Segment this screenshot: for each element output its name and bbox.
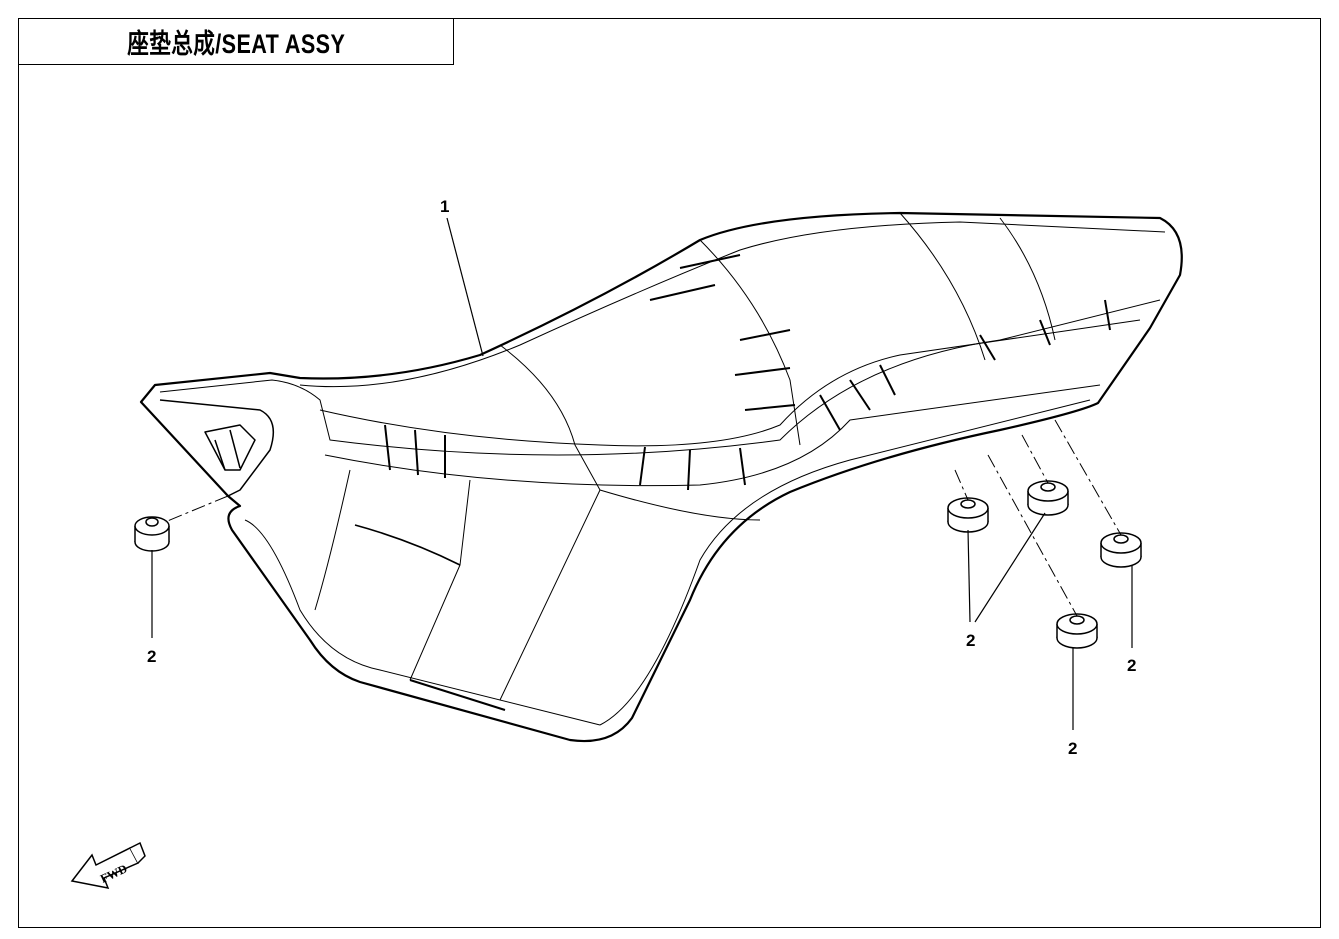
leader-lines [151,217,1133,730]
callout-1: 1 [440,197,449,216]
grommet-3 [1100,532,1142,568]
center-lines [164,419,1122,617]
callout-2-rear-right: 2 [1127,656,1136,675]
seat-assembly [139,211,1183,743]
callout-2-front: 2 [147,647,156,666]
callout-2-pair: 2 [966,631,975,650]
callout-2-rear-lower: 2 [1068,739,1077,758]
drawing-frame [18,18,1321,928]
grommet-2 [1027,480,1069,516]
page-title: 座垫总成/SEAT ASSY [126,29,346,59]
callout-labels: 1 2 2 2 2 [147,197,1136,758]
grommet-1 [947,497,989,533]
grommet-front [134,516,170,552]
seat-latch [159,399,275,497]
seat-outline [139,211,1183,743]
fwd-arrow-icon: FWD [70,841,146,889]
grommet-4 [1056,613,1098,649]
title-block: 座垫总成/SEAT ASSY [18,18,454,65]
